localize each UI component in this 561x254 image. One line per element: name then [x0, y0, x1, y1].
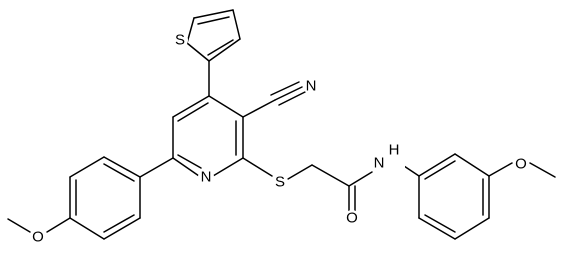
amide-hydrogen-label: H — [389, 142, 400, 159]
nitrile-nitrogen-label: N — [306, 78, 317, 95]
thiophene-ring — [186, 9, 241, 62]
nitrile-group — [242, 81, 306, 118]
methoxyphenyl-right-ring — [397, 153, 556, 240]
amide-nitrogen-label: N — [374, 155, 385, 172]
methoxy-oxygen-left-label: O — [32, 229, 44, 246]
methoxyphenyl-left-ring — [7, 156, 174, 240]
pyridine-nitrogen-label: N — [201, 169, 212, 186]
thioether-linker — [242, 157, 373, 213]
atom-labels: S N N S O N H O O — [30, 32, 529, 246]
thiophene-sulfur-label: S — [175, 32, 185, 49]
thioether-sulfur-label: S — [275, 174, 285, 191]
carbonyl-oxygen-label: O — [346, 210, 358, 227]
methoxy-oxygen-right-label: O — [515, 156, 527, 173]
pyridine-ring — [172, 95, 244, 177]
